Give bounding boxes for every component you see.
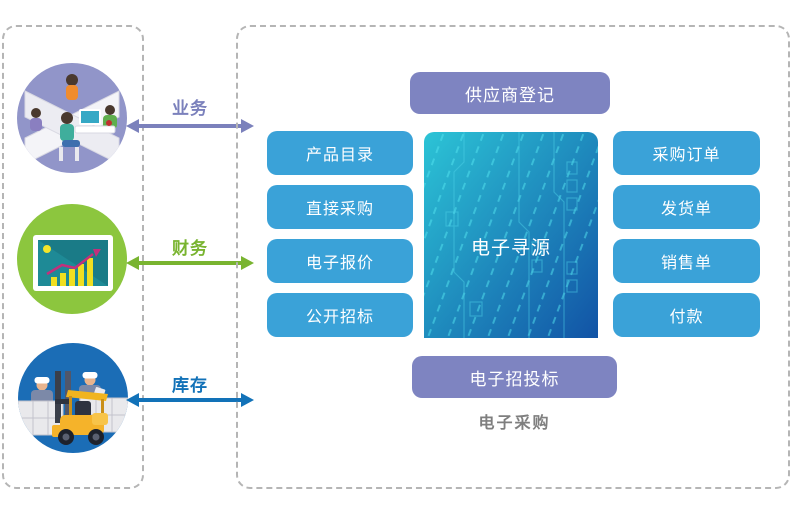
double-arrow-finance-icon: [126, 256, 254, 270]
node-direct-procurement[interactable]: 直接采购: [267, 185, 413, 229]
node-product-catalog[interactable]: 产品目录: [267, 131, 413, 175]
warehouse-circle: [18, 343, 128, 453]
e-sourcing-image: 电子寻源: [424, 132, 598, 348]
finance-chart-circle: [17, 204, 127, 314]
office-illustration: [17, 63, 127, 173]
node-delivery-note-label: 发货单: [660, 199, 712, 218]
office-circle: [17, 63, 127, 173]
connector-finance-label: 财务: [172, 239, 208, 259]
node-e-quotation-label: 电子报价: [305, 253, 374, 272]
node-public-bidding-label: 公开招标: [305, 307, 374, 326]
eprocurement-panel: [236, 25, 790, 489]
connector-business-label: 业务: [172, 99, 208, 119]
node-e-bidding[interactable]: 电子招投标: [412, 356, 617, 398]
node-e-bidding-label: 电子招投标: [469, 369, 560, 390]
actors-panel: [2, 25, 144, 489]
finance-chart-illustration: [17, 204, 127, 314]
node-supplier-registration[interactable]: 供应商登记: [410, 72, 610, 114]
node-purchase-order[interactable]: 采购订单: [613, 131, 760, 175]
node-payment-label: 付款: [669, 307, 704, 326]
double-arrow-inventory-icon: [126, 393, 254, 407]
node-supplier-registration-label: 供应商登记: [465, 85, 555, 106]
node-payment[interactable]: 付款: [613, 293, 760, 337]
node-direct-procurement-label: 直接采购: [305, 199, 374, 218]
node-sales-order-label: 销售单: [660, 253, 712, 272]
e-sourcing-label: 电子寻源: [471, 237, 551, 259]
node-purchase-order-label: 采购订单: [652, 145, 721, 164]
e-procurement-caption: 电子采购: [478, 413, 551, 432]
warehouse-illustration: [18, 343, 128, 453]
node-public-bidding[interactable]: 公开招标: [267, 293, 413, 337]
node-delivery-note[interactable]: 发货单: [613, 185, 760, 229]
node-product-catalog-label: 产品目录: [305, 145, 374, 164]
white-overlay-bar: [369, 338, 736, 355]
double-arrow-business-icon: [126, 119, 254, 133]
node-e-quotation[interactable]: 电子报价: [267, 239, 413, 283]
node-sales-order[interactable]: 销售单: [613, 239, 760, 283]
connector-inventory-label: 库存: [172, 376, 208, 396]
